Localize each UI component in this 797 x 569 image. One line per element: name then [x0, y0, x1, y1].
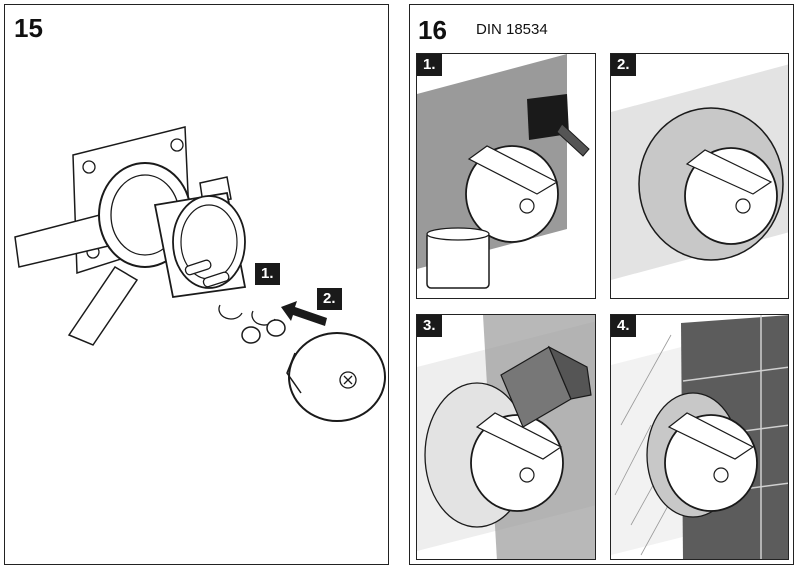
subpanel-2-illustration — [611, 64, 788, 280]
subpanel-1-illustration — [417, 54, 590, 289]
subpanel-4-label: 4. — [611, 315, 636, 337]
subpanel-3: 3. — [416, 314, 596, 560]
step-15-callout-1: 1. — [255, 263, 280, 285]
subpanel-4-illustration — [611, 315, 788, 559]
step-16-number: 16 — [418, 15, 447, 45]
subpanel-1-label: 1. — [417, 54, 442, 76]
subpanel-2-label: 2. — [611, 54, 636, 76]
standard-label: DIN 18534 — [476, 21, 548, 38]
subpanel-1: 1. — [416, 53, 596, 299]
subpanel-4: 4. — [610, 314, 789, 560]
step-15-illustration — [14, 126, 386, 422]
subpanel-3-label: 3. — [417, 315, 442, 337]
subpanel-3-illustration — [417, 315, 595, 559]
subpanel-2: 2. — [610, 53, 789, 299]
step-16-panel: 16 DIN 18534 1. 2. 3. — [409, 4, 794, 565]
step-15-callout-2: 2. — [317, 288, 342, 310]
step-15-panel: 15 1. 2. — [4, 4, 389, 565]
step-15-number: 15 — [14, 13, 43, 43]
